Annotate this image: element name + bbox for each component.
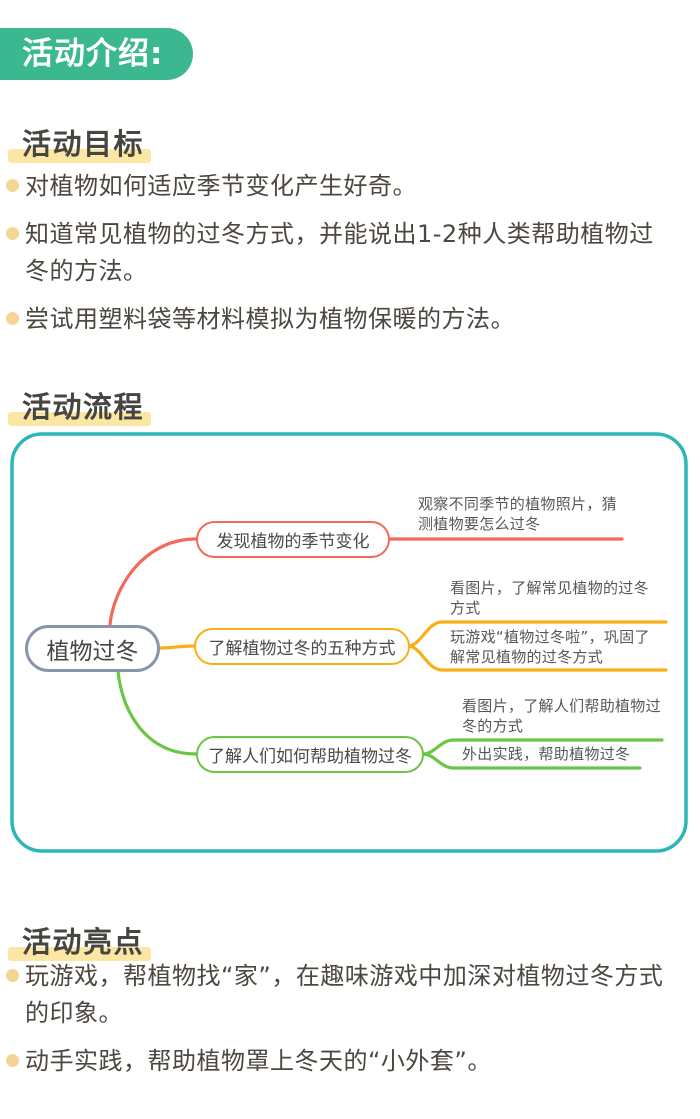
branch-line-five-ways <box>158 620 668 672</box>
highlights-bullet-list: 玩游戏，帮植物找“家”，在趣味游戏中加深对植物过冬方式的印象。 动手实践，帮助植… <box>6 958 678 1091</box>
highlights-section-title: 活动亮点 <box>7 922 152 962</box>
goal-item-2: 知道常见植物的过冬方式，并能说出1-2种人类帮助植物过冬的方法。 <box>6 216 670 290</box>
mindmap-diagram: 植物过冬 发现植物的季节变化 了解植物过冬的五种方式 了解人们如何帮助植物过冬 … <box>10 432 688 853</box>
goal-item-3: 尝试用塑料袋等材料模拟为植物保暖的方法。 <box>6 301 670 338</box>
goals-title-text: 活动目标 <box>7 124 152 164</box>
goal-item-1: 对植物如何适应季节变化产生好奇。 <box>6 168 670 205</box>
highlight-item-1: 玩游戏，帮植物找“家”，在趣味游戏中加深对植物过冬方式的印象。 <box>6 958 670 1032</box>
process-section-title: 活动流程 <box>7 387 152 427</box>
goals-bullet-list: 对植物如何适应季节变化产生好奇。 知道常见植物的过冬方式，并能说出1-2种人类帮… <box>6 168 678 349</box>
mindmap-leaf-observe: 观察不同季节的植物照片，猜测植物要怎么过冬 <box>418 495 617 533</box>
mindmap-leaf-pictures-plants: 看图片，了解常见植物的过冬方式 <box>450 579 649 617</box>
branch-line-discover <box>108 537 624 627</box>
mindmap-node-discover: 发现植物的季节变化 <box>196 521 390 558</box>
mindmap-node-help: 了解人们如何帮助植物过冬 <box>196 736 424 773</box>
process-title-text: 活动流程 <box>7 387 152 427</box>
intro-badge: 活动介绍: <box>0 28 194 80</box>
goals-section-title: 活动目标 <box>7 124 152 164</box>
branch-line-help <box>116 669 664 770</box>
mindmap-root-node: 植物过冬 <box>25 625 160 672</box>
highlight-item-2: 动手实践，帮助植物罩上冬天的“小外套”。 <box>6 1043 670 1080</box>
mindmap-leaf-game: 玩游戏“植物过冬啦”，巩固了解常见植物的过冬方式 <box>450 628 650 666</box>
mindmap-leaf-pictures-people: 看图片，了解人们帮助植物过冬的方式 <box>462 697 661 735</box>
mindmap-leaf-practice: 外出实践，帮助植物过冬 <box>462 745 631 763</box>
mindmap-node-five-ways: 了解植物过冬的五种方式 <box>194 628 410 665</box>
highlights-title-text: 活动亮点 <box>7 922 152 962</box>
